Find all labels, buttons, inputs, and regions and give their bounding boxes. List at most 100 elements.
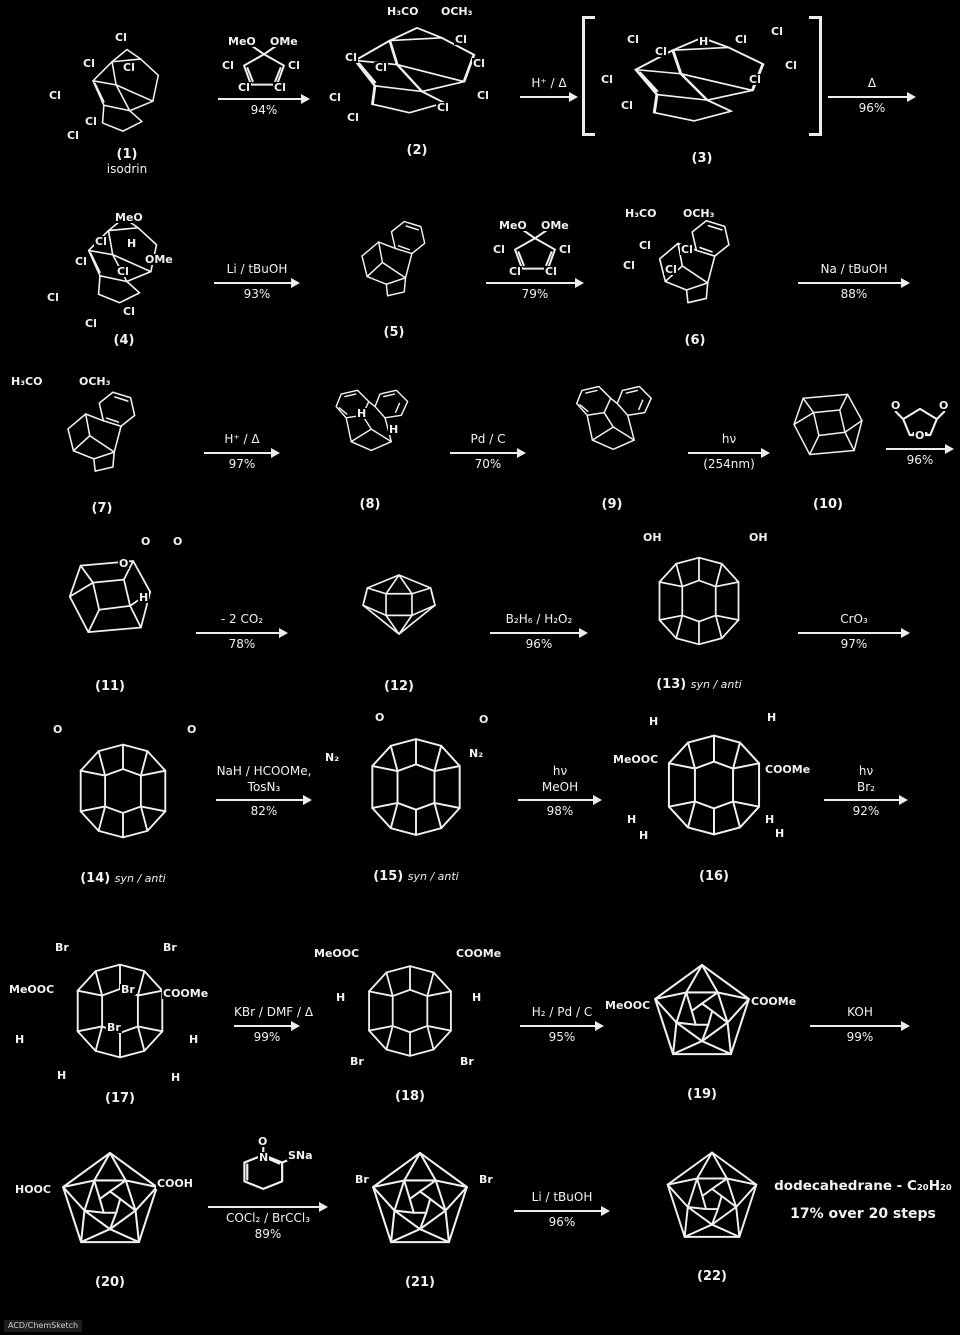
arrow-text-line: CrO₃ — [840, 612, 868, 626]
structure-7 — [8, 380, 196, 482]
atom-label: MeOOC — [313, 947, 361, 960]
atom-label: MeOOC — [8, 983, 56, 996]
compound-8-caption: (8) — [359, 497, 381, 512]
atom-label: MeOOC — [604, 999, 652, 1012]
atom-label: Cl — [476, 89, 490, 102]
atom-label: Cl — [626, 33, 640, 46]
arrow-text-line: 98% — [546, 804, 574, 819]
atom-label: Cl — [472, 57, 486, 70]
structure-11 — [22, 544, 198, 660]
atom-label: OCH₃ — [682, 207, 716, 220]
compound-9-caption: (9) — [601, 497, 623, 512]
atom-label: Cl — [94, 235, 108, 248]
atom-label: H — [626, 813, 638, 826]
structure-13 — [606, 544, 792, 658]
reaction-arrow-4: Li / tBuOH 93% — [214, 262, 300, 302]
atom-label: H — [170, 1071, 182, 1084]
arrow-text-line: 96% — [525, 636, 553, 651]
reaction-arrow-7: H⁺ / Δ 97% — [204, 432, 280, 472]
overall-yield: 17% over 20 steps — [790, 1206, 936, 1222]
arrow-shaft — [520, 1020, 604, 1031]
atom-label: H — [774, 827, 786, 840]
arrow-shaft — [204, 447, 280, 458]
atom-label: O — [140, 535, 152, 548]
structure-17 — [8, 950, 232, 1072]
arrow-text-line: - 2 CO₂ — [220, 612, 264, 626]
left-bracket — [582, 16, 595, 136]
atom-label: Cl — [680, 243, 694, 256]
arrow-shaft — [828, 91, 916, 102]
compound-17-caption: (17) — [105, 1091, 135, 1106]
compound-11-caption: (11) — [95, 679, 125, 694]
arrow-shaft — [520, 91, 578, 102]
arrow-text-line: 78% — [228, 636, 256, 651]
atom-label: H — [56, 1069, 68, 1082]
atom-label: Cl — [558, 243, 572, 256]
atom-label: Br — [54, 941, 70, 954]
compound-19-caption: (19) — [687, 1087, 717, 1102]
arrow-text-line: 97% — [228, 456, 256, 471]
reaction-arrow-11: - 2 CO₂ 78% — [196, 612, 288, 652]
atom-label: Cl — [344, 51, 358, 64]
atom-label: MeO — [498, 219, 528, 232]
structure-20 — [14, 1144, 206, 1256]
atom-label: H₃CO — [624, 207, 658, 220]
compound-14-caption: (14) — [80, 871, 111, 886]
compound-22: (22) — [634, 1132, 790, 1284]
arrow-text-line: 82% — [250, 804, 278, 819]
arrow-shaft — [214, 277, 300, 288]
compound-12-caption: (12) — [384, 679, 414, 694]
arrow-text-line: 94% — [250, 103, 278, 117]
atom-label: OMe — [144, 253, 174, 266]
structure-12 — [316, 552, 482, 660]
atom-label: H — [356, 407, 368, 420]
arrow-text-line: 96% — [548, 1214, 576, 1229]
compound-10-caption: (10) — [813, 497, 843, 512]
atom-label: N — [258, 1151, 270, 1164]
arrow-text-line: NaH / HCOOMe, — [216, 764, 312, 778]
arrow-shaft — [218, 94, 310, 104]
structure-2 — [318, 18, 516, 124]
atom-label: MeO — [114, 211, 144, 224]
arrow-shaft — [450, 447, 526, 458]
atom-label: OCH₃ — [440, 5, 474, 18]
arrow-text-line: hν — [721, 432, 737, 446]
atom-label: O — [52, 723, 64, 736]
atom-label: O — [890, 399, 902, 412]
structure-15 — [318, 724, 514, 850]
reaction-arrow-3: Δ 96% — [828, 76, 916, 116]
compound-16-caption: (16) — [699, 869, 729, 884]
compound-1-name: isodrin — [106, 162, 148, 176]
atom-label: H — [335, 991, 347, 1004]
atom-label: Cl — [734, 33, 748, 46]
arrow-shaft — [886, 444, 954, 454]
atom-label: H — [126, 237, 138, 250]
compound-5-caption: (5) — [383, 325, 405, 340]
arrow-text-line: H₂ / Pd / C — [531, 1005, 593, 1019]
arrow-shaft — [216, 795, 312, 806]
atom-label: MeO — [227, 35, 257, 48]
compound-4-caption: (4) — [113, 333, 135, 348]
arrow-text-line: KBr / DMF / Δ — [234, 1005, 314, 1019]
arrow-text-line: Li / tBuOH — [226, 262, 288, 276]
atom-label: O — [374, 711, 386, 724]
reaction-arrow-9: hν (254nm) — [688, 432, 770, 472]
atom-label: O — [478, 713, 490, 726]
atom-label: Cl — [122, 61, 136, 74]
compound-7-caption: (7) — [91, 501, 113, 516]
atom-label: OH — [748, 531, 769, 544]
reaction-arrow-14: NaH / HCOOMe,TosN₃ 82% — [216, 764, 312, 820]
